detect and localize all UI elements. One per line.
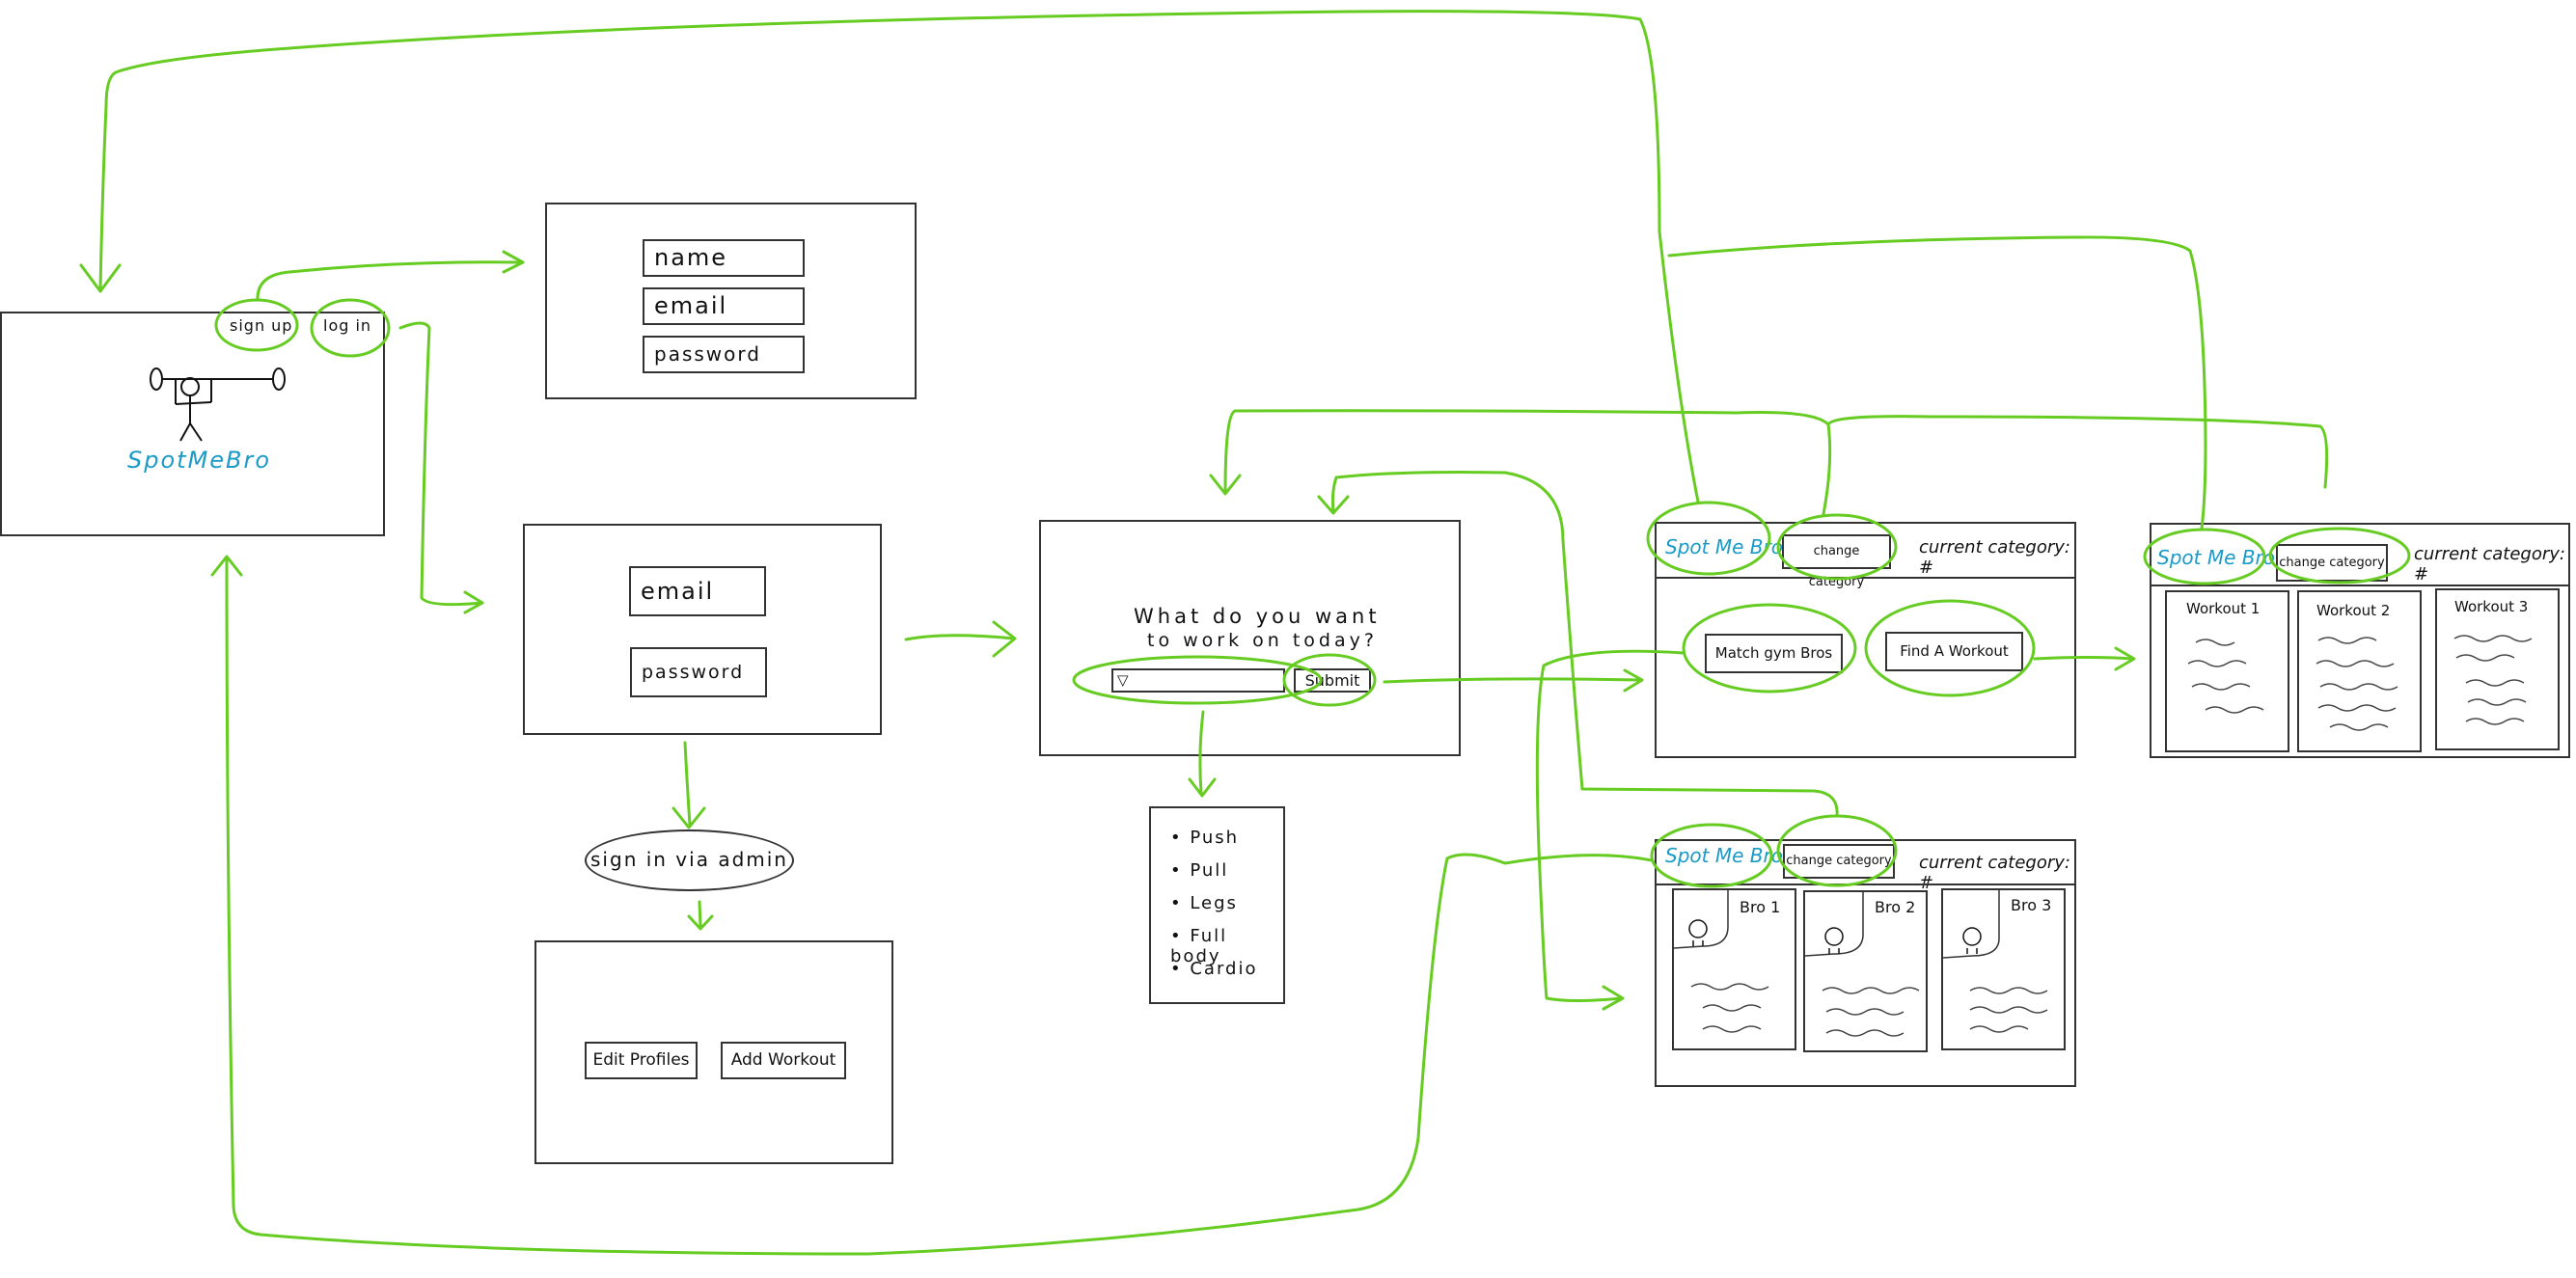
avatar-icon (1943, 890, 2048, 1033)
bros-change-category-button[interactable]: change category (1783, 844, 1895, 879)
admin-screen: Edit Profiles Add Workout (534, 940, 893, 1164)
bros-brand[interactable]: Spot Me Bro (1665, 844, 1783, 867)
landing-brand: SpotMeBro (127, 447, 272, 474)
hub-screen: Spot Me Bro change category current cate… (1655, 522, 2076, 758)
login-screen: email password (523, 524, 882, 735)
option-cardio[interactable]: • Cardio (1170, 959, 1258, 979)
question-line-2: to work on today? (1147, 630, 1378, 651)
hub-change-category-arrow (1223, 409, 1832, 516)
placeholder-text-icon (2187, 639, 2264, 714)
signup-arrow (256, 260, 523, 302)
submit-button[interactable]: Submit (1294, 668, 1371, 693)
login-to-admin-arrow (683, 741, 692, 827)
login-email-field[interactable]: email (629, 566, 766, 616)
category-dropdown[interactable]: ▽ (1111, 668, 1285, 693)
bro-card-title: Bro 2 (1875, 898, 1916, 916)
category-screen: What do you want to work on today? ▽ Sub… (1039, 520, 1461, 756)
hub-header-divider (1657, 577, 2074, 579)
workout-card-title: Workout 3 (2454, 598, 2529, 615)
option-push[interactable]: • Push (1170, 828, 1240, 848)
password-field[interactable]: password (643, 336, 805, 373)
workout-card[interactable]: Workout 2 (2297, 590, 2422, 752)
landing-screen: SpotMeBro (0, 312, 385, 536)
option-pull[interactable]: • Pull (1170, 860, 1229, 881)
bro-card[interactable]: Bro 2 (1803, 890, 1928, 1052)
question-line-1: What do you want (1134, 605, 1381, 628)
find-a-workout-button[interactable]: Find A Workout (1885, 632, 2023, 671)
hub-current-category: current category: # (1919, 537, 2070, 578)
sign-up-link[interactable]: sign up (230, 316, 293, 335)
avatar-icon (1805, 892, 1920, 1037)
login-password-field[interactable]: password (630, 647, 767, 697)
hub-brand[interactable]: Spot Me Bro (1665, 535, 1783, 558)
workouts-change-category-button[interactable]: change category (2276, 544, 2388, 582)
bro-card-title: Bro 1 (1740, 898, 1781, 916)
match-gym-bros-button[interactable]: Match gym Bros (1705, 634, 1843, 673)
bros-header-divider (1657, 884, 2074, 885)
signup-screen: name email password (545, 203, 917, 399)
workouts-header-divider (2151, 585, 2568, 586)
bro-card-title: Bro 3 (2011, 896, 2052, 914)
bro-card[interactable]: Bro 3 (1941, 888, 2066, 1050)
placeholder-text-icon (2316, 637, 2398, 731)
workouts-screen: Spot Me Bro change category current cate… (2150, 523, 2570, 758)
login-to-category-arrow (904, 634, 1015, 641)
add-workout-button[interactable]: Add Workout (721, 1042, 846, 1079)
workout-card[interactable]: Workout 1 (2165, 590, 2289, 752)
option-legs[interactable]: • Legs (1170, 893, 1238, 913)
admin-sign-in-label: sign in via admin (590, 848, 788, 871)
category-options-list: • Push • Pull • Legs • Full body • Cardi… (1149, 806, 1285, 1004)
dropdown-arrow-icon: ▽ (1117, 671, 1129, 689)
workout-card-title: Workout 1 (2186, 600, 2261, 617)
workouts-brand[interactable]: Spot Me Bro (2157, 546, 2275, 569)
edit-profiles-button[interactable]: Edit Profiles (585, 1042, 698, 1079)
placeholder-text-icon (2453, 635, 2533, 725)
admin-sign-in-link[interactable]: sign in via admin (585, 829, 794, 891)
log-in-link[interactable]: log in (323, 316, 372, 335)
login-arrow (398, 321, 484, 607)
weightlifter-logo-icon (150, 367, 286, 442)
workout-card[interactable]: Workout 3 (2435, 588, 2560, 750)
avatar-icon (1674, 890, 1769, 1033)
hub-change-category-button[interactable]: change category (1782, 534, 1891, 589)
bros-current-category: current category: # (1919, 853, 2070, 893)
workout-card-title: Workout 2 (2316, 602, 2391, 619)
workouts-current-category: current category: # (2414, 544, 2565, 585)
bro-card[interactable]: Bro 1 (1672, 888, 1796, 1050)
workouts-home-arrow (1667, 235, 2207, 530)
name-field[interactable]: name (643, 239, 805, 277)
email-field[interactable]: email (643, 287, 805, 325)
bros-screen: Spot Me Bro change category current cate… (1655, 839, 2076, 1087)
